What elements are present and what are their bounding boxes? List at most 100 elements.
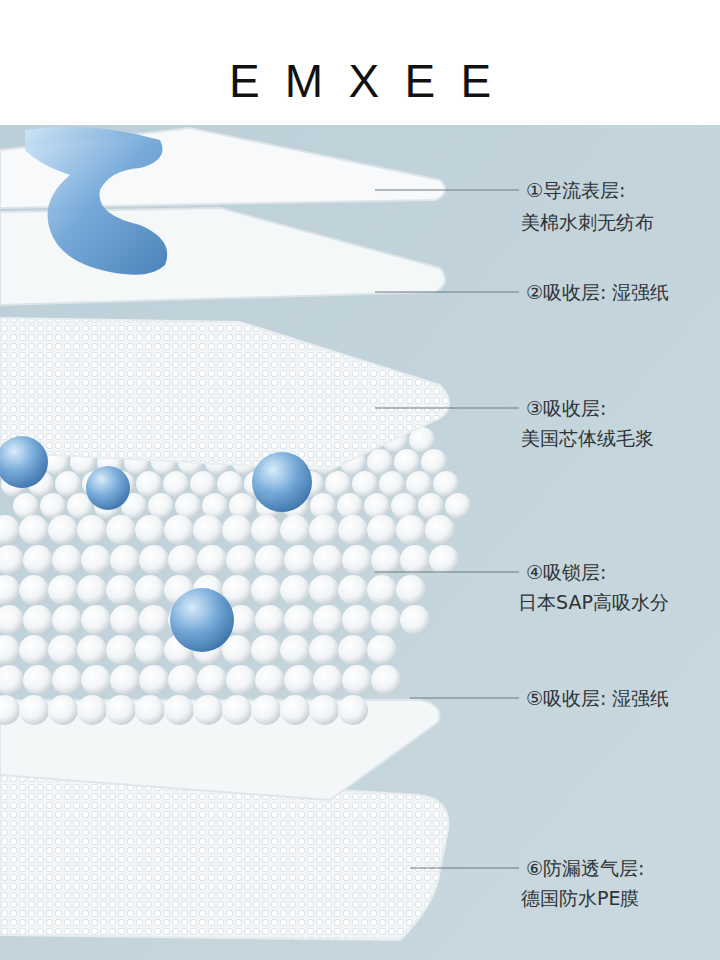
layer-label: ④吸锁层: [526, 561, 606, 583]
sap-sphere [433, 471, 459, 497]
sap-sphere [337, 493, 363, 519]
sap-sphere [229, 493, 255, 519]
sap-sphere [371, 605, 401, 635]
sap-sphere [110, 605, 140, 635]
sap-sphere [135, 635, 165, 665]
droplets [0, 436, 312, 652]
sap-sphere [48, 515, 78, 545]
sap-sphere [0, 575, 20, 605]
sap-sphere [342, 665, 372, 695]
leader-line [375, 571, 519, 572]
sap-sphere [190, 471, 216, 497]
sap-sphere [309, 515, 339, 545]
sap-sphere [284, 665, 314, 695]
sap-sphere [106, 515, 136, 545]
sap-sphere [222, 695, 252, 725]
sap-sphere [352, 471, 378, 497]
sap-sphere [284, 605, 314, 635]
sap-sphere [280, 575, 310, 605]
sap-sphere [148, 493, 174, 519]
sap-sphere [0, 545, 24, 575]
sap-sphere [48, 635, 78, 665]
brand-title: EMXEE [0, 58, 720, 104]
sap-sphere [367, 635, 397, 665]
sap-sphere [429, 545, 459, 575]
sap-sphere [251, 575, 281, 605]
layer-label: 德国防水PE膜 [521, 887, 639, 909]
sap-sphere [19, 515, 49, 545]
sap-sphere [164, 695, 194, 725]
sap-sphere [226, 665, 256, 695]
sap-sphere [135, 575, 165, 605]
layer-label: ②吸收层: 湿强纸 [526, 281, 669, 303]
sap-sphere [48, 575, 78, 605]
sap-sphere [338, 515, 368, 545]
sap-sphere [23, 665, 53, 695]
sap-sphere [52, 545, 82, 575]
sap-sphere [81, 545, 111, 575]
sap-sphere [313, 605, 343, 635]
sap-sphere [226, 545, 256, 575]
sap-sphere [197, 665, 227, 695]
sap-sphere [0, 695, 20, 725]
sap-sphere [394, 449, 420, 475]
layer-label: 日本SAP高吸水分 [518, 591, 669, 613]
sap-sphere [164, 515, 194, 545]
sap-sphere [168, 545, 198, 575]
sap-sphere [110, 545, 140, 575]
sap-sphere [139, 605, 169, 635]
sap-sphere [0, 605, 24, 635]
sap-sphere [81, 665, 111, 695]
sap-sphere [284, 545, 314, 575]
sap-sphere [396, 575, 426, 605]
sap-sphere [168, 665, 198, 695]
header-band [0, 0, 720, 125]
sap-sphere [193, 515, 223, 545]
layer-label: ⑤吸收层: 湿强纸 [526, 687, 669, 709]
sap-sphere [367, 515, 397, 545]
sap-sphere [309, 575, 339, 605]
sap-sphere [163, 471, 189, 497]
sap-sphere [52, 605, 82, 635]
sap-sphere [309, 695, 339, 725]
pe-film-layer [0, 770, 448, 940]
sap-sphere [48, 695, 78, 725]
sap-sphere [77, 575, 107, 605]
sap-sphere [106, 695, 136, 725]
sap-sphere [0, 665, 24, 695]
sap-sphere [367, 449, 393, 475]
sap-sphere [313, 665, 343, 695]
sap-sphere [313, 545, 343, 575]
water-droplet [252, 452, 312, 512]
sap-sphere [110, 665, 140, 695]
sap-sphere [400, 605, 430, 635]
sap-sphere [19, 575, 49, 605]
sap-sphere [106, 575, 136, 605]
sap-sphere [251, 515, 281, 545]
sap-sphere [0, 635, 20, 665]
sap-sphere [379, 471, 405, 497]
sap-sphere [391, 493, 417, 519]
sap-sphere [280, 695, 310, 725]
layer-label: 美棉水刺无纺布 [521, 211, 654, 233]
layer-label: ③吸收层: [526, 397, 606, 419]
sap-sphere [202, 493, 228, 519]
sap-sphere [222, 515, 252, 545]
leader-lines [375, 190, 519, 868]
water-droplet [86, 466, 130, 510]
sap-sphere [217, 471, 243, 497]
sap-sphere [445, 493, 471, 519]
sap-sphere [342, 545, 372, 575]
sap-block [0, 427, 471, 725]
sap-sphere [371, 665, 401, 695]
sap-sphere [396, 515, 426, 545]
sap-sphere [19, 695, 49, 725]
water-stream [25, 127, 167, 275]
sap-sphere [421, 449, 447, 475]
sap-sphere [19, 635, 49, 665]
sap-sphere [251, 695, 281, 725]
sap-sphere [23, 545, 53, 575]
sap-sphere [106, 635, 136, 665]
sap-sphere [371, 545, 401, 575]
